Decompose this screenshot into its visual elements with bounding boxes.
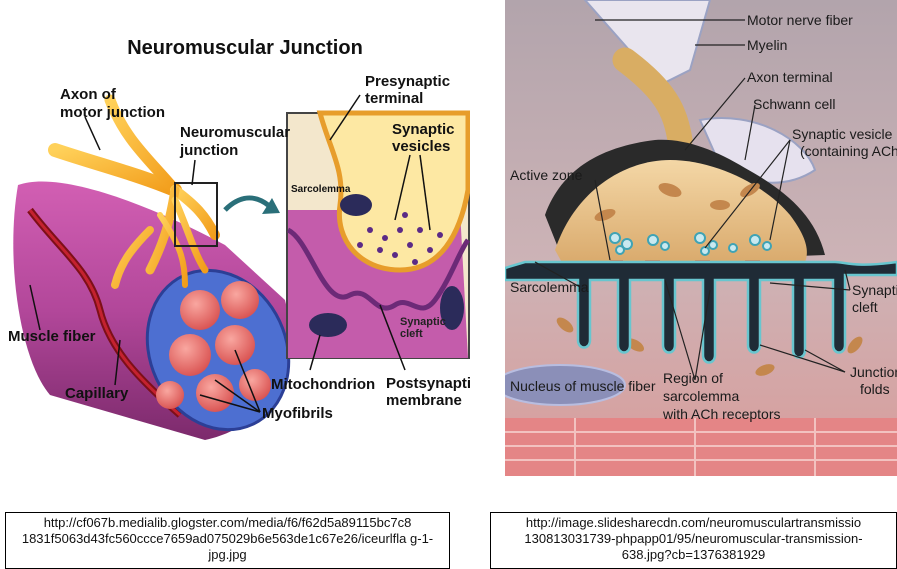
label-nucleus: Nucleus of muscle fiber bbox=[510, 378, 656, 394]
label-myofibrils: Myofibrils bbox=[262, 405, 333, 422]
label-capillary: Capillary bbox=[65, 385, 129, 402]
label-active-zone: Active zone bbox=[510, 167, 583, 183]
source-url-right-line2: 130813031739-phpapp01/95/neuromuscular-t… bbox=[494, 531, 893, 547]
label-junctional-folds-line2: folds bbox=[860, 381, 890, 397]
nmj-detail-figure: Motor nerve fiber Myelin Axon terminal S… bbox=[505, 0, 897, 476]
label-presynaptic-line1: Presynaptic bbox=[365, 73, 450, 90]
label-postsynaptic-line2: membrane bbox=[386, 392, 462, 409]
label-region-line1: Region of bbox=[663, 370, 723, 386]
label-schwann-cell: Schwann cell bbox=[753, 96, 836, 112]
nmj-detail-illustration: Motor nerve fiber Myelin Axon terminal S… bbox=[505, 0, 897, 476]
svg-text:Synaptic vesicle(containing AC: Synaptic vesicle(containing ACh bbox=[792, 126, 897, 159]
label-nmj-line1: Neuromuscular bbox=[180, 124, 290, 141]
neuromuscular-junction-illustration: Neuromuscular Junction bbox=[0, 0, 470, 470]
source-url-right-line3: 638.jpg?cb=1376381929 bbox=[494, 547, 893, 563]
label-axon-line2: motor junction bbox=[60, 104, 165, 121]
label-sarcolemma: Sarcolemma bbox=[291, 184, 351, 195]
source-url-left: http://cf067b.medialib.glogster.com/medi… bbox=[5, 512, 450, 569]
svg-text:Postsynapticmembrane: Postsynapticmembrane bbox=[386, 375, 470, 409]
label-myelin: Myelin bbox=[747, 37, 787, 53]
label-presynaptic-line2: terminal bbox=[365, 90, 423, 107]
label-axon-terminal: Axon terminal bbox=[747, 69, 833, 85]
label-nmj-line2: junction bbox=[179, 142, 238, 159]
label-sarcolemma-right: Sarcolemma bbox=[510, 279, 589, 295]
label-cleft-line1: Synaptic bbox=[400, 316, 446, 328]
label-synaptic-vesicle-line1: Synaptic vesicle bbox=[792, 126, 893, 142]
figure-title: Neuromuscular Junction bbox=[127, 37, 363, 59]
source-url-right-line1: http://image.slidesharecdn.com/neuromusc… bbox=[494, 515, 893, 531]
label-axon-line1: Axon of bbox=[60, 86, 117, 103]
label-postsynaptic-line1: Postsynaptic bbox=[386, 375, 470, 392]
label-muscle-fiber: Muscle fiber bbox=[8, 328, 96, 345]
label-region-line3: with ACh receptors bbox=[662, 406, 781, 422]
label-cleft-line2: cleft bbox=[400, 328, 423, 340]
label-region-line2: sarcolemma bbox=[663, 388, 739, 404]
label-vesicles-line1: Synaptic bbox=[392, 121, 455, 138]
label-synaptic-vesicle-line2: (containing ACh bbox=[800, 143, 897, 159]
label-motor-nerve-fiber: Motor nerve fiber bbox=[747, 12, 853, 28]
label-mitochondrion: Mitochondrion bbox=[271, 376, 375, 393]
label-synaptic-cleft-line1: Synapti bbox=[852, 282, 897, 298]
source-url-right: http://image.slidesharecdn.com/neuromusc… bbox=[490, 512, 897, 569]
label-vesicles-line2: vesicles bbox=[392, 138, 450, 155]
neuromuscular-junction-figure: Neuromuscular Junction bbox=[0, 0, 470, 470]
label-synaptic-cleft-line2: cleft bbox=[852, 299, 878, 315]
label-junctional-folds-line1: Junction bbox=[850, 364, 897, 380]
